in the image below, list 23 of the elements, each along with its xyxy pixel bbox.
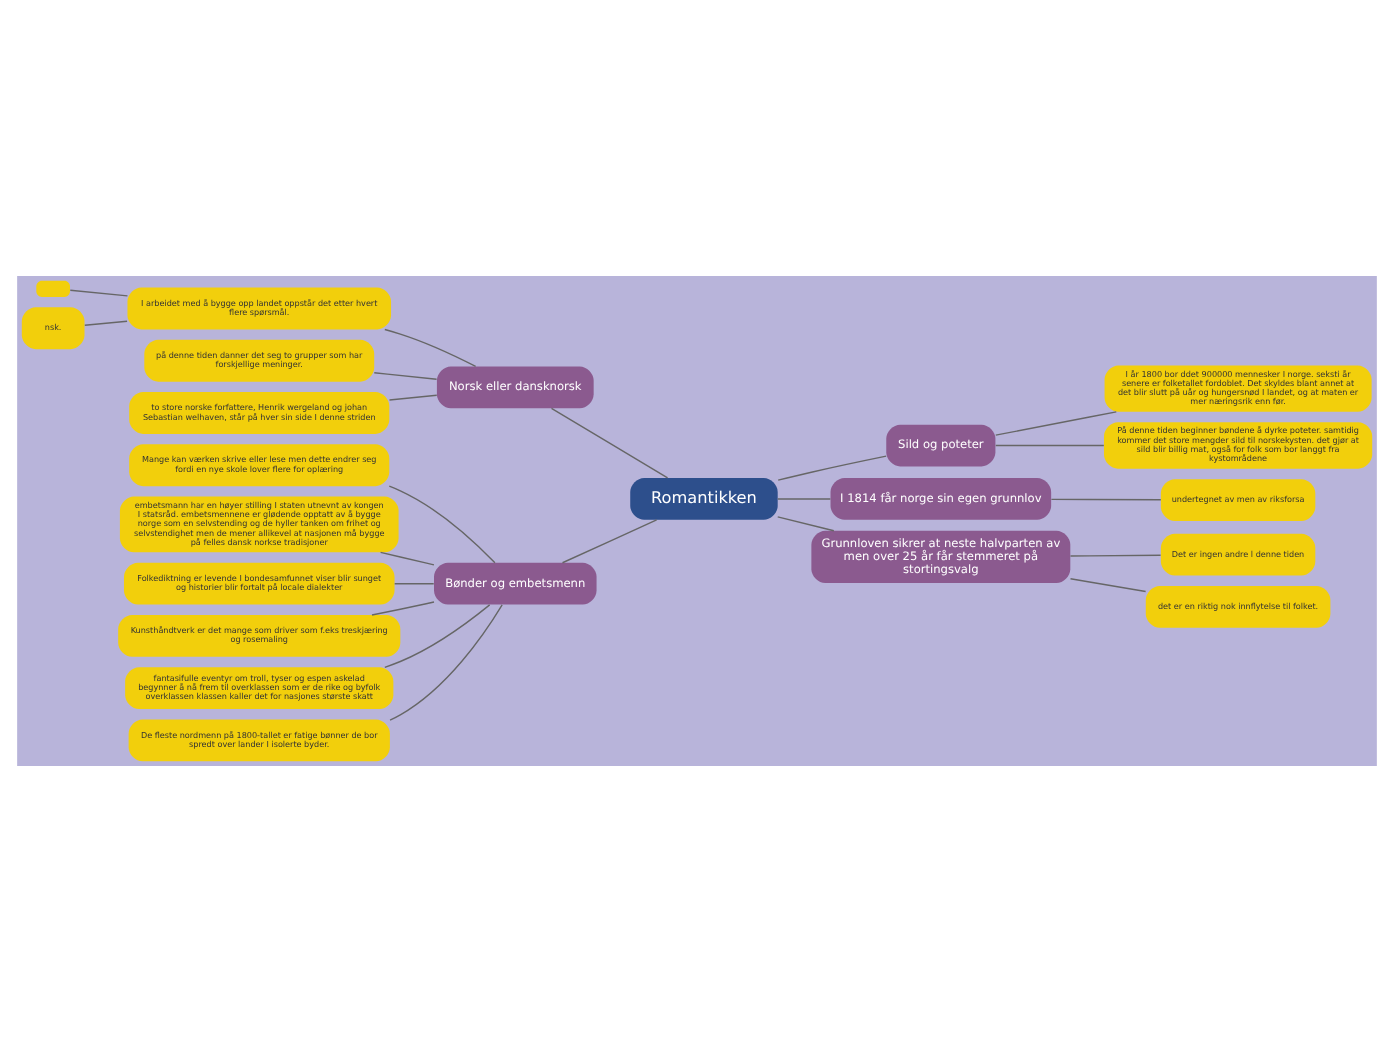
node-box <box>36 279 70 296</box>
connector <box>550 406 669 478</box>
connector <box>394 582 435 584</box>
connector <box>995 410 1117 435</box>
connector <box>777 515 835 531</box>
connector <box>1050 497 1162 500</box>
connector <box>1069 577 1147 592</box>
connector <box>384 603 491 667</box>
connector <box>561 518 658 563</box>
connector <box>388 484 496 563</box>
node-box: Romantikken <box>630 477 778 519</box>
connector <box>995 443 1105 446</box>
connector <box>373 371 438 379</box>
connector <box>777 497 832 499</box>
connector <box>379 550 435 565</box>
connector <box>69 288 129 296</box>
connector <box>1069 553 1162 556</box>
connector <box>384 327 477 367</box>
connector <box>371 600 435 615</box>
connector <box>84 319 128 325</box>
connector <box>777 454 887 480</box>
connector <box>388 393 438 400</box>
connector <box>389 603 503 720</box>
